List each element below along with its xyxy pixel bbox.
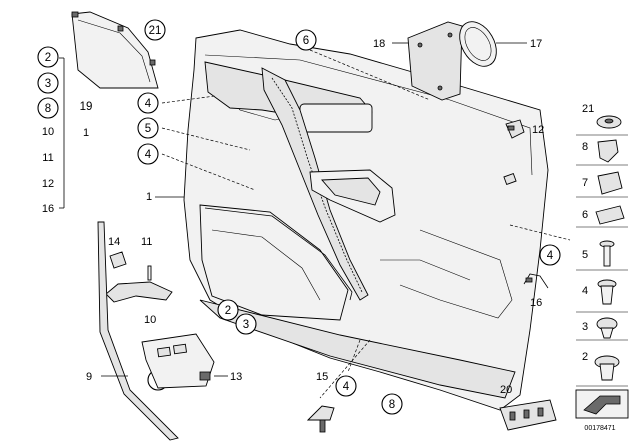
callout-11: 11: [141, 236, 152, 248]
callout-4-d: 4: [547, 250, 554, 262]
callout-17: 17: [530, 38, 542, 50]
callout-5: 5: [145, 123, 151, 135]
callout-15: 15: [316, 371, 328, 383]
callout-19: 19: [80, 101, 93, 113]
left-callout-group: 2 3 8 10 11 12 16: [37, 46, 65, 215]
callout-9: 9: [86, 371, 92, 383]
legend-3: 3: [582, 321, 588, 333]
legend-8: 8: [582, 141, 588, 153]
legend-21: 21: [582, 103, 594, 115]
legend-6: 6: [582, 209, 588, 221]
part-16-cable: 16: [523, 273, 549, 309]
part-17-seal: 17: [459, 21, 542, 67]
callout-4-a: 4: [145, 98, 152, 110]
legend-5: 5: [582, 249, 588, 261]
part-9-trim-strip: 9: [86, 221, 179, 441]
callout-13: 13: [230, 371, 242, 383]
callout-4-c: 4: [343, 381, 350, 393]
callout-20: 20: [500, 384, 512, 396]
callout-8-left: 8: [45, 103, 51, 115]
callout-14: 14: [108, 236, 120, 248]
callout-1-panel: 1: [146, 191, 152, 203]
callout-2: 2: [225, 305, 231, 317]
callout-2-left: 2: [45, 52, 51, 64]
part-11-pin: 11: [141, 236, 152, 281]
callout-3: 3: [243, 319, 249, 331]
callout-1-left: 1: [83, 127, 89, 139]
part-18-insulation: 18: [373, 21, 463, 101]
part-13-switch-panel: 13: [141, 333, 242, 389]
callout-3-left: 3: [45, 78, 51, 90]
part-20-bracket: 20: [499, 384, 557, 431]
part-1-door-panel: 1: [146, 29, 549, 411]
callout-16: 16: [530, 297, 542, 309]
part-10-handle: 10: [105, 281, 173, 326]
callout-12-left: 12: [42, 178, 54, 190]
legend-2: 2: [582, 351, 588, 363]
part-12-switch: 12: [503, 119, 544, 186]
callout-6: 6: [303, 35, 309, 47]
reference-code: 00178471: [584, 425, 615, 432]
legend-7: 7: [582, 177, 588, 189]
callout-4-b: 4: [145, 149, 152, 161]
callout-8: 8: [389, 399, 395, 411]
callout-12: 12: [532, 124, 544, 136]
callout-10-left: 10: [42, 126, 54, 138]
part-14-clip: 14: [108, 236, 127, 269]
part-15-clip: [306, 405, 335, 433]
callout-10: 10: [144, 314, 156, 326]
callout-11-left: 11: [42, 152, 53, 164]
fastener-legend: 21 8 7 6 5 4 3 2 00178471: [575, 103, 629, 432]
callout-16-left: 16: [42, 203, 54, 215]
legend-4: 4: [582, 285, 588, 297]
part-19-cover: 19 1: [71, 11, 159, 139]
callout-18: 18: [373, 38, 385, 50]
callout-21-top: 21: [149, 25, 162, 37]
